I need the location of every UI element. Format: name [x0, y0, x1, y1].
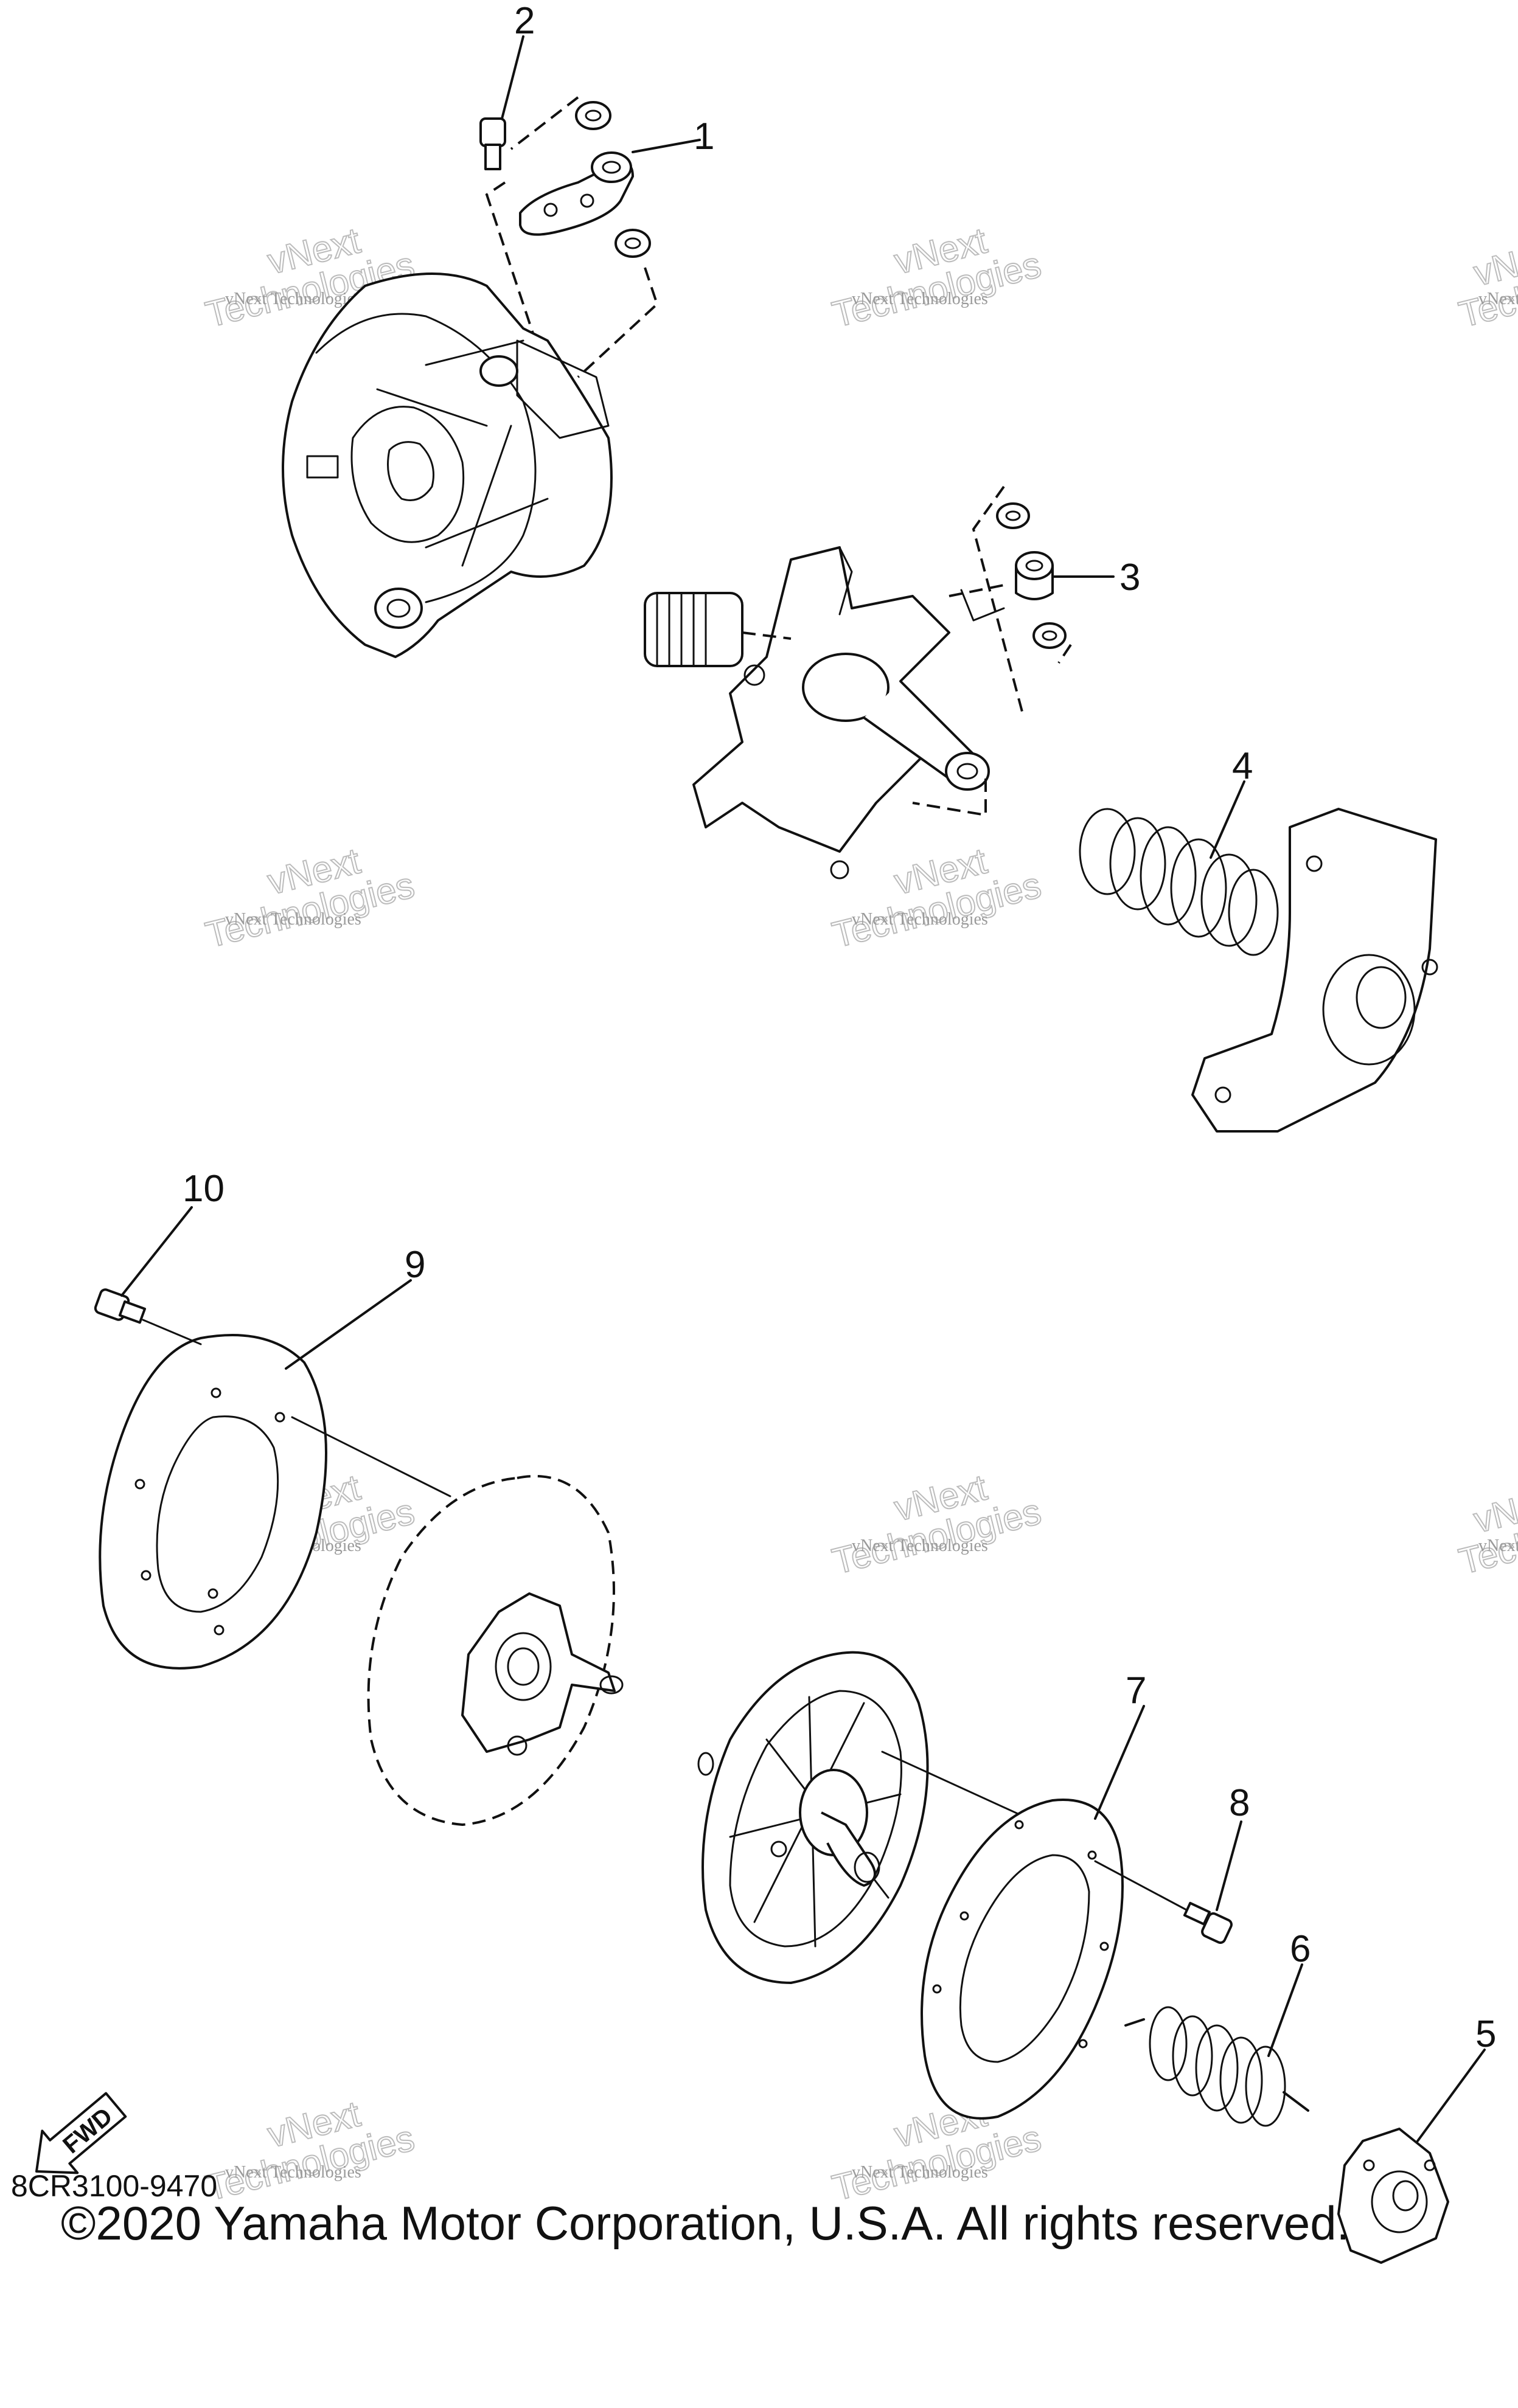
callout-10: 10: [183, 1168, 225, 1210]
leader-line-4: [1210, 780, 1245, 859]
callout-1: 1: [694, 116, 714, 158]
copyright-notice: ©2020 Yamaha Motor Corporation, U.S.A. A…: [61, 2196, 1350, 2250]
diagram-code: 8CR3100-9470: [11, 2169, 218, 2203]
part-10-bolt-drawing: [94, 1288, 147, 1324]
leader-line-9: [285, 1279, 412, 1370]
svg-text:vNext Technologies: vNext Technologies: [1478, 1536, 1518, 1555]
part-1-weight-assembly-drawing: [485, 96, 659, 378]
svg-text:vNext Technologies: vNext Technologies: [225, 910, 361, 929]
callouts: 2 1 3 4 10 9 7 8 6 5: [183, 0, 1496, 2055]
part-3-roller-drawing: [972, 485, 1072, 712]
leader-line-6: [1267, 1963, 1303, 2057]
svg-text:vNext Technologies: vNext Technologies: [852, 910, 988, 929]
part-9-plate-drawing: [99, 1319, 451, 1670]
callout-9: 9: [405, 1244, 425, 1286]
spring-cover-drawing: [1191, 808, 1438, 1133]
leader-line-5: [1416, 2049, 1486, 2142]
svg-text:vNext Technologies: vNext Technologies: [225, 2163, 361, 2182]
leader-line-8: [1216, 1820, 1242, 1911]
watermark: Technologies vNext vNext Technologies: [827, 839, 1045, 956]
part-2-bolt-drawing: [479, 117, 506, 170]
part-7-plate-drawing: [921, 1799, 1188, 2120]
callout-7: 7: [1126, 1670, 1146, 1712]
callout-3: 3: [1119, 557, 1140, 599]
part-8-bolt-drawing: [1183, 1901, 1233, 1944]
watermark: Technologies vNext vNext Technologies: [827, 1466, 1045, 1582]
leader-lines: [120, 35, 1486, 2142]
watermark: Technologies vNext vNext Technologies: [201, 839, 419, 956]
spider-shaft-drawing: [644, 546, 1011, 880]
secondary-sheave-drawing: [697, 1651, 1096, 1984]
svg-text:vNext Technologies: vNext Technologies: [852, 290, 988, 308]
leader-line-2: [501, 35, 524, 120]
svg-text:vNext Technologies: vNext Technologies: [852, 1536, 988, 1555]
callout-2: 2: [514, 0, 535, 42]
callout-6: 6: [1290, 1928, 1311, 1970]
fwd-arrow-icon: FWD: [35, 2092, 127, 2174]
watermark: Technologies vNext vNext Technologies: [827, 219, 1045, 335]
leader-line-1: [632, 139, 701, 153]
svg-text:vNext Technologies: vNext Technologies: [225, 290, 361, 308]
leader-line-7: [1094, 1705, 1145, 1820]
svg-text:vNext Technologies: vNext Technologies: [1478, 290, 1518, 308]
callout-4: 4: [1232, 745, 1253, 787]
part-5-cam-drawing: [1337, 2128, 1449, 2264]
fixed-sheave-housing-drawing: [282, 272, 613, 658]
part-6-spring-drawing: [1124, 2006, 1309, 2127]
watermark: Technologies vNext vNext Technologies: [1454, 1478, 1518, 1583]
svg-text:vNext: vNext: [1470, 232, 1518, 294]
svg-text:vNext: vNext: [1470, 1479, 1518, 1541]
svg-text:vNext Technologies: vNext Technologies: [852, 2163, 988, 2182]
callout-8: 8: [1229, 1782, 1250, 1824]
part-4-spring-drawing: [1079, 808, 1279, 956]
watermark: Technologies vNext vNext Technologies: [1454, 231, 1518, 336]
movable-sheave-drawing: [367, 1474, 624, 1827]
leader-line-10: [120, 1206, 193, 1297]
watermark: Technologies vNext vNext Technologies: [201, 2092, 419, 2208]
callout-5: 5: [1475, 2013, 1496, 2055]
